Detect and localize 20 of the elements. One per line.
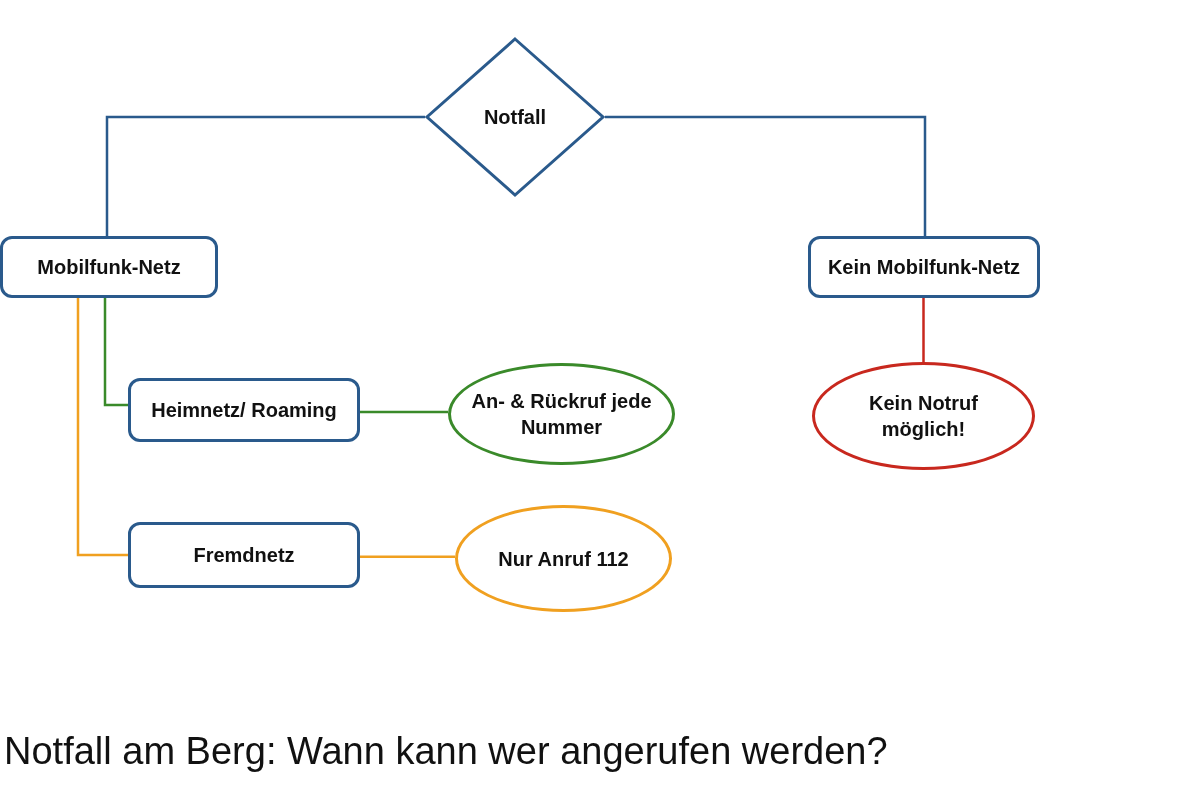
node-label: An- & Rückruf jede Nummer — [470, 389, 653, 440]
node-label: Mobilfunk-Netz — [36, 255, 182, 280]
node-label: Kein Notruf möglich! — [868, 391, 979, 442]
connector-line — [922, 298, 925, 362]
node-label: Kein Mobilfunk-Netz — [826, 255, 1022, 280]
process-box — [128, 378, 360, 442]
process-box — [0, 236, 218, 298]
node-label: Heimnetz/ Roaming — [150, 398, 338, 423]
connector-line — [105, 115, 425, 236]
node-label: Nur Anruf 112 — [497, 546, 630, 572]
connector-line — [103, 298, 128, 407]
connector-line — [360, 410, 448, 414]
caption: Notfall am Berg: Wann kann wer angerufen werden? — [4, 730, 888, 773]
node-label: Notfall — [482, 105, 548, 130]
node-label: Fremdnetz — [192, 543, 296, 568]
process-box — [808, 236, 1040, 298]
connector-line — [76, 298, 128, 557]
connector-line — [360, 555, 455, 558]
connector-line — [605, 115, 927, 236]
process-box — [128, 522, 360, 588]
